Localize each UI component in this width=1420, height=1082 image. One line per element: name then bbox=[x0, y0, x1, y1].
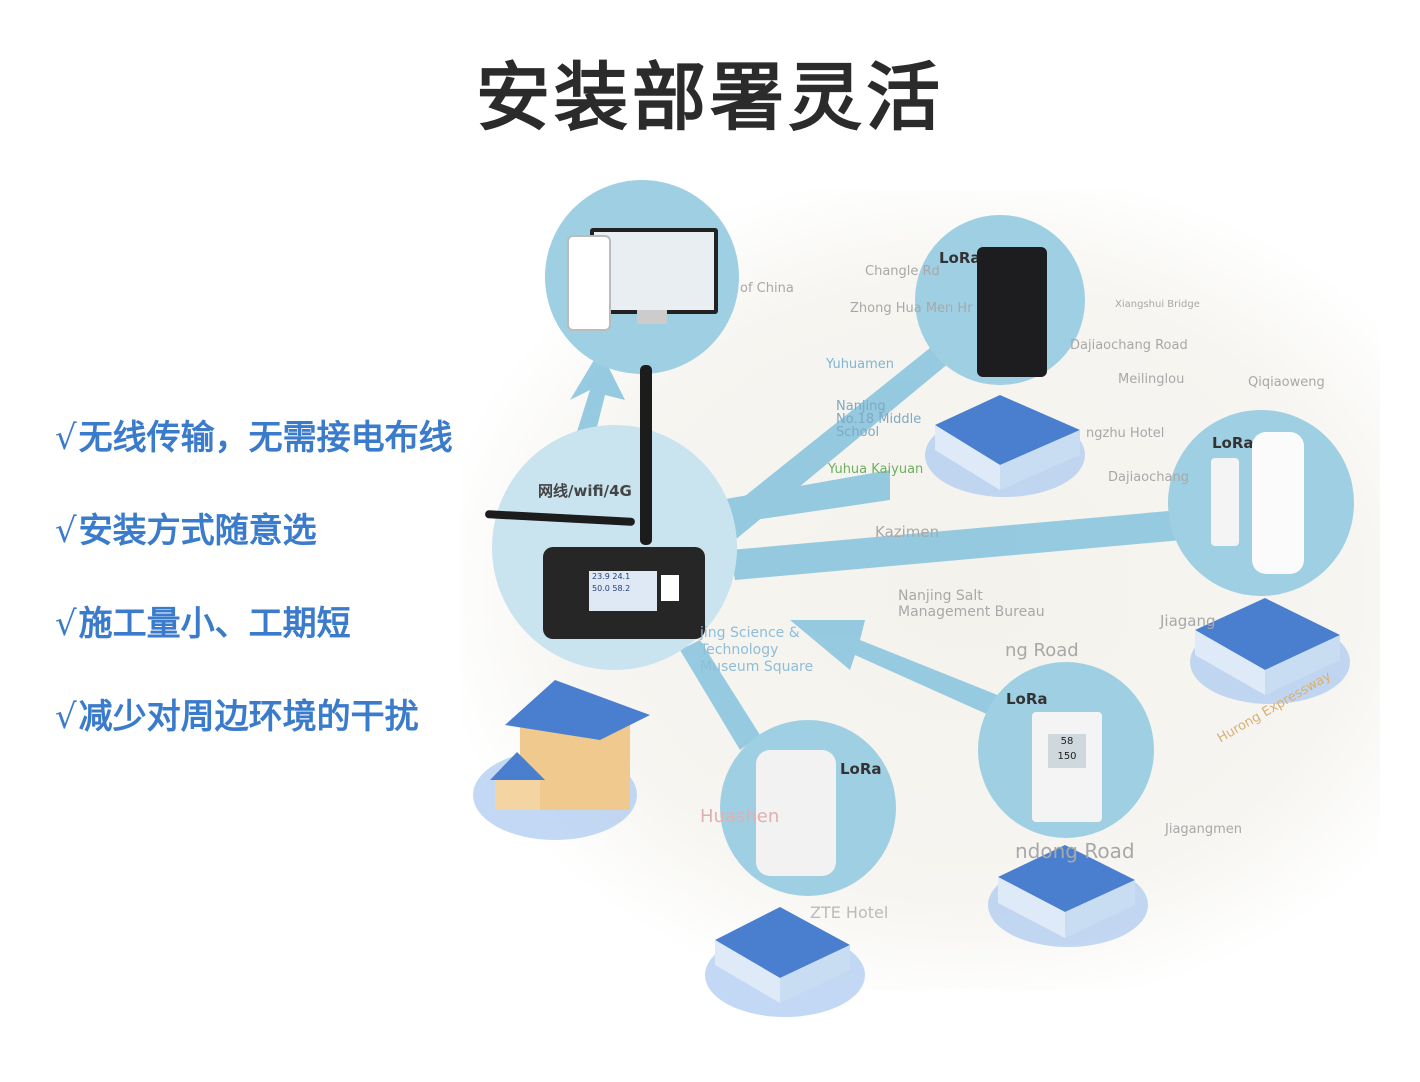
page-title: 安装部署灵活 bbox=[476, 55, 944, 141]
feature-item: √安装方式随意选 bbox=[55, 503, 453, 596]
feature-item: √无线传输，无需接电布线 bbox=[55, 410, 453, 503]
arrow-from-temp-sensor bbox=[790, 620, 1010, 720]
arrow-to-door-sensor bbox=[730, 510, 1182, 580]
arrow-to-socket bbox=[680, 640, 760, 750]
reading-temp: 24.1 bbox=[612, 572, 631, 581]
monitor-circle bbox=[545, 180, 739, 374]
arrow-from-left bbox=[720, 470, 890, 525]
network-label: 网线/wifi/4G bbox=[538, 482, 632, 500]
feature-item: √减少对周边环境的干扰 bbox=[55, 689, 453, 782]
house-icon bbox=[473, 680, 650, 840]
building-icon bbox=[1190, 598, 1350, 704]
reading-temp: 23.9 bbox=[592, 572, 610, 581]
feature-text: 无线传输，无需接电布线 bbox=[78, 418, 453, 458]
feature-text: 安装方式随意选 bbox=[78, 511, 317, 551]
smart-socket-icon bbox=[756, 750, 836, 876]
monitor-stand bbox=[637, 310, 667, 324]
gateway-screen: 23.9 24.1 50.0 58.2 bbox=[589, 571, 657, 611]
qr-code-icon bbox=[661, 575, 679, 601]
building-icon bbox=[988, 845, 1148, 947]
feature-item: √施工量小、工期短 bbox=[55, 596, 453, 689]
reading-humidity: 58.2 bbox=[612, 584, 631, 593]
check-icon: √ bbox=[55, 604, 77, 644]
sensor-reading: 58 bbox=[1060, 736, 1074, 747]
lora-label: LoRa bbox=[1212, 434, 1254, 452]
door-sensor-circle: LoRa bbox=[1168, 410, 1354, 596]
gateway-device: 23.9 24.1 50.0 58.2 bbox=[543, 547, 705, 639]
smart-socket-circle: LoRa bbox=[720, 720, 896, 896]
lora-sensor-circle: LoRa bbox=[915, 215, 1085, 385]
building-icon bbox=[925, 395, 1085, 497]
lora-label: LoRa bbox=[840, 760, 882, 778]
arrow-to-lora-device bbox=[715, 340, 955, 540]
reading-humidity: 50.0 bbox=[592, 584, 610, 593]
lora-label: LoRa bbox=[939, 249, 981, 267]
building-icon bbox=[705, 907, 865, 1017]
check-icon: √ bbox=[55, 511, 77, 551]
antenna-icon bbox=[640, 365, 652, 545]
wireless-sensor-device bbox=[977, 247, 1047, 377]
feature-text: 施工量小、工期短 bbox=[78, 604, 351, 644]
check-icon: √ bbox=[55, 697, 77, 737]
feature-list: √无线传输，无需接电布线 √安装方式随意选 √施工量小、工期短 √减少对周边环境… bbox=[55, 410, 453, 782]
sensor-reading: 150 bbox=[1057, 751, 1077, 762]
smartphone-icon bbox=[567, 235, 611, 331]
door-sensor-icon bbox=[1252, 432, 1304, 574]
lora-label: LoRa bbox=[1006, 690, 1048, 708]
feature-text: 减少对周边环境的干扰 bbox=[78, 697, 419, 737]
door-magnet-icon bbox=[1211, 458, 1239, 546]
check-icon: √ bbox=[55, 418, 77, 458]
